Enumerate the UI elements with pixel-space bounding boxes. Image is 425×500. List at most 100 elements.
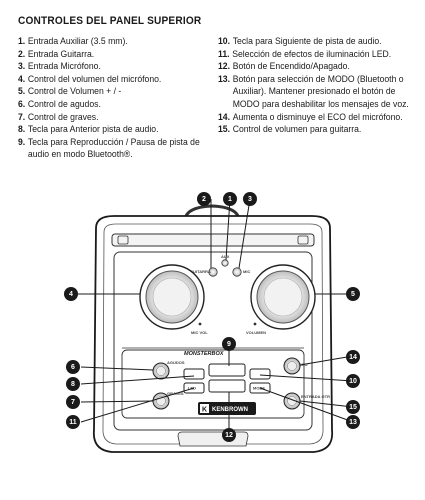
legend-item-text: Entrada Auxiliar (3.5 mm).	[27, 36, 128, 47]
legend-item-number: 8.	[18, 124, 26, 136]
svg-text:4: 4	[69, 291, 73, 298]
svg-text:8: 8	[71, 381, 75, 388]
callout-badge-6: 6	[66, 360, 80, 374]
svg-text:9: 9	[227, 341, 231, 348]
legend-item-text: Botón de Encendido/Apagado.	[232, 61, 350, 73]
svg-text:14: 14	[349, 354, 357, 361]
legend-item-number: 9.	[18, 136, 26, 148]
callout-badge-7: 7	[66, 395, 80, 409]
guitarra-label: GUITARRA	[190, 269, 211, 274]
mic-label: MIC	[243, 269, 250, 274]
guitar-jack	[208, 267, 218, 277]
legend-item-number: 7.	[18, 111, 26, 123]
entrada-gtr-label: ENTRADA GTR	[301, 394, 330, 399]
legend-item-number: 13.	[218, 73, 231, 85]
bass-knob	[152, 392, 170, 410]
top-handle	[183, 204, 241, 221]
mic-vol-label: MIC VOL	[191, 330, 208, 335]
mic-volume-knob-ring	[139, 264, 205, 330]
legend-item-number: 6.	[18, 98, 26, 110]
legend-item-text: Tecla para Siguiente de pista de audio.	[232, 36, 382, 47]
callout-badge-12: 12	[222, 428, 236, 442]
legend-item: 15.Control de volumen para guitarra.	[218, 124, 420, 137]
svg-text:15: 15	[349, 404, 357, 411]
legend-item-text: Tecla para Reproducción / Pausa de pista…	[27, 136, 200, 161]
treble-knob	[152, 362, 170, 380]
led-label: LED	[188, 386, 196, 391]
svg-text:2: 2	[202, 196, 206, 203]
play-pause-button	[208, 363, 246, 377]
legend-item-text: Control de Volumen + / -	[27, 86, 122, 98]
svg-text:10: 10	[349, 378, 357, 385]
legend-left-column: 1.Entrada Auxiliar (3.5 mm).2.Entrada Gu…	[18, 36, 214, 162]
speaker-body-inner	[102, 223, 324, 445]
legend-item-text: Botón para selección de MODO (Bluetooth …	[232, 73, 409, 110]
callout-badge-5: 5	[346, 287, 360, 301]
legend-item-number: 11.	[218, 48, 230, 60]
legend-item-number: 4.	[18, 73, 26, 85]
bottom-grip	[177, 431, 249, 447]
legend-item-number: 10.	[218, 36, 231, 47]
legend-item-text: Selección de efectos de iluminación LED.	[232, 48, 392, 60]
svg-text:11: 11	[69, 419, 77, 426]
brand-label: KENBROWN	[212, 407, 248, 413]
callout-badge-13: 13	[346, 415, 360, 429]
legend-item-number: 5.	[18, 86, 26, 98]
next-track-button	[249, 368, 271, 380]
power-button	[208, 379, 246, 393]
volumen-label: VOLUMEN	[246, 330, 266, 335]
aux-label: AUX	[221, 254, 230, 259]
svg-text:5: 5	[351, 291, 355, 298]
legend-item-text: Aumenta o disminuye el ECO del micrófono…	[232, 111, 403, 123]
brand-logo-mark: K	[202, 407, 207, 414]
svg-text:12: 12	[225, 432, 233, 439]
legend-item-text: Entrada Micrófono.	[27, 61, 101, 73]
mode-label: MODE	[253, 386, 265, 391]
agudos-label: AGUDOS	[167, 360, 185, 365]
callout-badge-9: 9	[222, 337, 236, 351]
legend-item: 9.Tecla para Reproducción / Pausa de pis…	[18, 137, 216, 162]
legend-item-text: Control de graves.	[27, 111, 99, 123]
volume-knob	[256, 270, 310, 324]
prev-track-button	[183, 368, 205, 380]
brand-strip	[198, 402, 256, 415]
legend-item: 8.Tecla para Anterior pista de audio.	[18, 124, 216, 137]
legend-item-number: 1.	[18, 36, 26, 47]
mic-volume-knob	[145, 270, 199, 324]
legend-item: 13.Botón para selección de MODO (Bluetoo…	[218, 74, 420, 112]
legend-item-number: 15.	[218, 124, 231, 136]
svg-text:7: 7	[71, 399, 75, 406]
callout-badge-4: 4	[64, 287, 78, 301]
mode-button	[249, 382, 271, 394]
legend-item: 3.Entrada Micrófono.	[18, 61, 216, 74]
top-bar	[111, 233, 315, 247]
graves-label: GRAVES	[167, 391, 184, 396]
legend-item-text: Control de agudos.	[27, 98, 101, 110]
monsterbox-label: MONSTERBOX	[184, 351, 224, 357]
svg-text:3: 3	[248, 196, 252, 203]
callout-badge-15: 15	[346, 400, 360, 414]
led-button	[183, 382, 205, 394]
legend-item: 6.Control de agudos.	[18, 99, 216, 112]
legend-item: 7.Control de graves.	[18, 112, 216, 125]
top-bar-right-clip	[297, 235, 309, 245]
legend-item: 12.Botón de Encendido/Apagado.	[218, 61, 420, 74]
svg-text:1: 1	[228, 196, 232, 203]
legend-item-text: Entrada Guitarra.	[27, 48, 95, 60]
echo-knob	[283, 357, 301, 375]
legend-item-number: 3.	[18, 61, 26, 73]
speaker-body-outline	[92, 215, 334, 453]
legend-item: 2.Entrada Guitarra.	[18, 49, 216, 62]
legend-item: 1.Entrada Auxiliar (3.5 mm).	[18, 36, 216, 49]
callout-badge-10: 10	[346, 374, 360, 388]
legend-item-number: 14.	[218, 111, 231, 123]
volume-knob-ring	[250, 264, 316, 330]
callout-badge-8: 8	[66, 377, 80, 391]
legend-item: 10.Tecla para Siguiente de pista de audi…	[218, 36, 420, 49]
svg-text:6: 6	[71, 364, 75, 371]
callout-badge-14: 14	[346, 350, 360, 364]
legend-item: 4.Control del volumen del micrófono.	[18, 74, 216, 87]
guitar-volume-knob	[283, 392, 301, 410]
svg-text:13: 13	[349, 419, 357, 426]
callout-badge-3: 3	[243, 192, 257, 206]
